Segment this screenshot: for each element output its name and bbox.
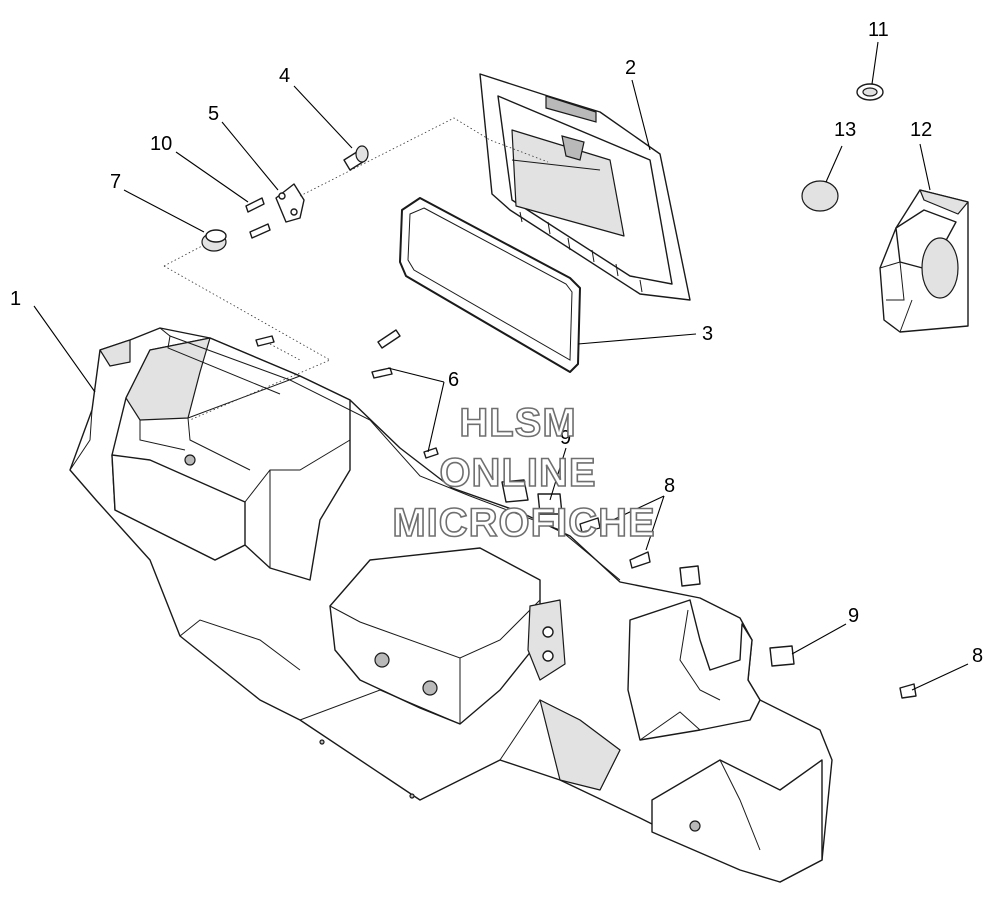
leader-lines	[33, 41, 969, 691]
dashboard-panel	[69, 327, 833, 883]
callout-4: 4	[279, 65, 290, 87]
screw-10	[245, 197, 271, 239]
callout-5: 5	[208, 103, 219, 125]
callout-8-lower: 8	[972, 645, 983, 667]
watermark-line-3: MICROFICHE	[392, 501, 655, 545]
callout-11: 11	[868, 19, 889, 41]
callout-6: 6	[448, 369, 459, 391]
plug-13	[801, 180, 839, 212]
callout-10: 10	[150, 133, 172, 155]
lid-frame	[479, 73, 691, 301]
bracket-5	[275, 183, 305, 223]
callout-9-lower: 9	[848, 605, 859, 627]
callout-9-upper: 9	[560, 427, 571, 449]
bumper-7	[201, 229, 227, 252]
callout-3: 3	[702, 323, 713, 345]
watermark-line-1: HLSM	[459, 401, 576, 445]
watermark-line-2: ONLINE	[439, 451, 596, 495]
callout-1: 1	[10, 288, 21, 310]
callout-labels: 1 2 3 4 5 6 7 8 8 9 9 10 11 12 13	[10, 19, 983, 667]
screws-6	[255, 329, 439, 459]
gasket-seal	[399, 197, 581, 373]
watermark: HLSM ONLINE MICROFICHE	[392, 400, 656, 546]
clips-9	[501, 479, 795, 667]
assembly-lines	[163, 117, 549, 421]
bolt-4	[343, 145, 369, 171]
callout-13: 13	[834, 119, 856, 141]
callout-12: 12	[910, 119, 932, 141]
grommet-11	[856, 83, 884, 101]
cup-holder-12	[879, 189, 969, 333]
callout-8-upper: 8	[664, 475, 675, 497]
callout-7: 7	[110, 171, 121, 193]
callout-2: 2	[625, 57, 636, 79]
fasteners-8	[579, 517, 917, 699]
